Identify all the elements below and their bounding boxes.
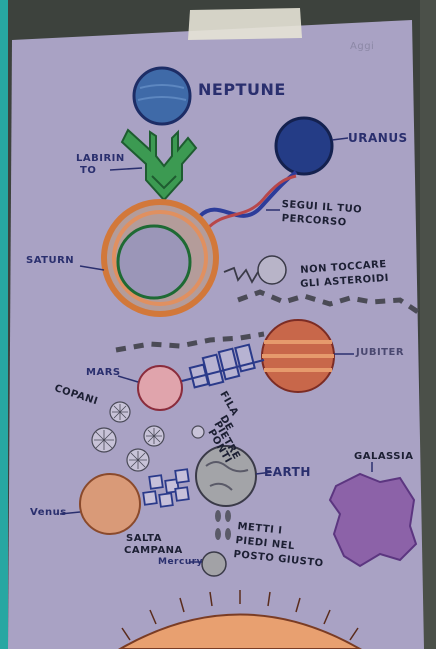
labirinto-label-2: TO (80, 166, 96, 176)
mercury-label: Mercury (158, 558, 203, 567)
uranus-planet (276, 118, 332, 174)
earth-label: EARTH (264, 466, 311, 478)
galaxy (330, 474, 416, 566)
saturn-planet (118, 226, 190, 298)
saturn-label: SATURN (26, 256, 74, 266)
galassia-label: GALASSIA (354, 452, 413, 462)
neptune-label: NEPTUNE (198, 82, 286, 98)
jupiter-label: JUBITER (356, 348, 404, 358)
uranus-label: URANUS (348, 132, 408, 144)
venus-planet (80, 474, 140, 534)
right-shadow (420, 0, 436, 649)
tape-strip (188, 8, 302, 40)
labirinto-label-1: LABIRIN (76, 154, 125, 164)
salta-label-1: SALTA (126, 534, 162, 544)
mercury-planet (202, 552, 226, 576)
venus-label: Venus (30, 508, 67, 518)
salta-label-2: CAMPANA (124, 546, 183, 556)
asteroid (258, 256, 286, 284)
mars-planet (138, 366, 182, 410)
teal-edge (0, 0, 8, 649)
mars-label: MARS (86, 368, 121, 378)
corner-mark: Aggi (350, 42, 374, 52)
